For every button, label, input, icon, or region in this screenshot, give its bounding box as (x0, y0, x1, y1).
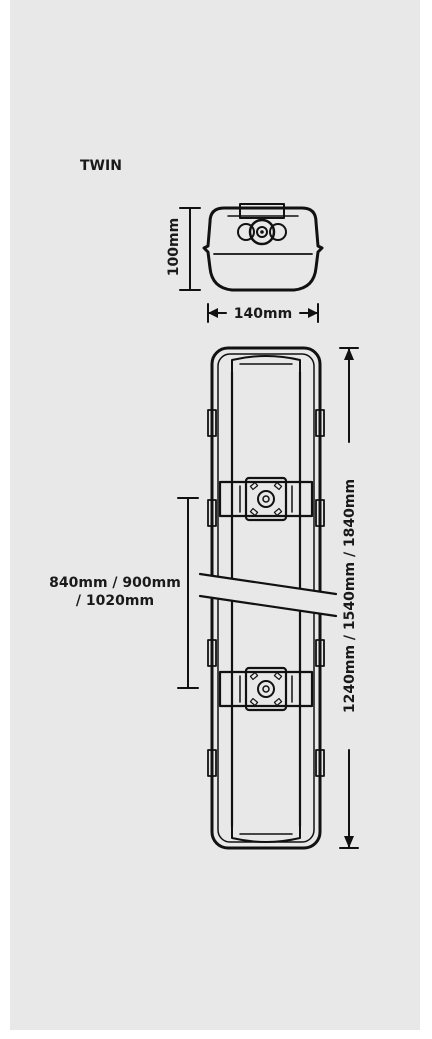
end-cap-bottom (231, 825, 301, 843)
side-clips-right (315, 409, 325, 777)
end-view-lamp-right (269, 223, 287, 241)
end-view-centre-dot (260, 230, 264, 234)
end-cap-top (231, 355, 301, 373)
dim-end-height: 100mm (166, 207, 201, 291)
end-view-centre-hole (256, 226, 268, 238)
mounting-bracket-upper (218, 476, 314, 522)
end-view (202, 203, 324, 292)
title-label: TWIN (80, 158, 122, 174)
end-view-centre-fixing (248, 218, 276, 246)
dim-overall-length: 1240mm / 1540mm / 1840mm (339, 347, 359, 849)
end-view-body (202, 206, 324, 292)
dim-fixing-centres: 840mm / 900mm / 1020mm (49, 497, 199, 689)
break-lines (198, 572, 338, 618)
overall-length-label: 1240mm / 1540mm / 1840mm (342, 479, 358, 713)
end-view-bracket (239, 203, 285, 219)
drawing-panel (10, 0, 420, 1030)
end-height-label: 100mm (166, 218, 182, 276)
top-view (198, 346, 338, 850)
fixing-centres-label-1: 840mm / 900mm (49, 575, 181, 591)
mounting-bracket-lower (218, 666, 314, 712)
fixing-centres-label-2: / 1020mm (76, 593, 154, 609)
end-width-label: 140mm (234, 306, 292, 322)
side-clips-left (207, 409, 217, 777)
dim-end-width: 140mm (207, 303, 319, 323)
end-view-lamp-left (237, 223, 255, 241)
